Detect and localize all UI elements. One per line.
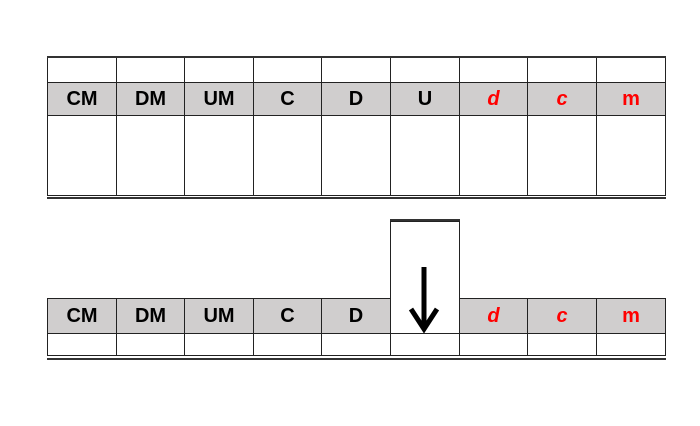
digit-cell — [47, 333, 117, 356]
digit-cell — [321, 115, 391, 196]
table-double-border — [390, 219, 460, 221]
blank-cell — [321, 56, 391, 83]
table-double-border — [47, 56, 666, 58]
header-cell: C — [253, 82, 322, 116]
header-cell: c — [527, 82, 597, 116]
digit-cell — [596, 115, 666, 196]
blank-cell — [527, 56, 597, 83]
blank-cell — [390, 56, 460, 83]
header-cell: d — [459, 82, 528, 116]
digit-cell — [459, 115, 528, 196]
header-cell: m — [596, 82, 666, 116]
header-cell: CM — [47, 82, 117, 116]
digit-cell — [253, 333, 322, 356]
table-double-border — [47, 197, 666, 199]
blank-cell — [116, 56, 185, 83]
header-cell: c — [527, 298, 597, 334]
digit-cell — [390, 333, 460, 356]
digit-cell — [116, 115, 185, 196]
digit-cell — [184, 115, 254, 196]
header-cell: D — [321, 82, 391, 116]
digit-cell — [321, 333, 391, 356]
blank-cell — [596, 56, 666, 83]
digit-cell — [527, 333, 597, 356]
blank-cell — [47, 56, 117, 83]
digit-cell — [527, 115, 597, 196]
header-cell: DM — [116, 298, 185, 334]
header-cell: d — [459, 298, 528, 334]
blank-cell — [253, 56, 322, 83]
blank-cell — [459, 56, 528, 83]
header-cell: D — [321, 298, 391, 334]
digit-cell — [596, 333, 666, 356]
header-cell: UM — [184, 82, 254, 116]
digit-cell — [184, 333, 254, 356]
header-cell: UM — [184, 298, 254, 334]
digit-cell — [390, 115, 460, 196]
header-cell: DM — [116, 82, 185, 116]
blank-cell — [184, 56, 254, 83]
table-double-border — [47, 358, 666, 360]
digit-cell — [459, 333, 528, 356]
arrow-down-icon — [407, 265, 441, 338]
header-cell: m — [596, 298, 666, 334]
header-cell: C — [253, 298, 322, 334]
digit-cell — [116, 333, 185, 356]
digit-cell — [253, 115, 322, 196]
digit-cell — [47, 115, 117, 196]
header-cell: U — [390, 82, 460, 116]
header-cell: CM — [47, 298, 117, 334]
